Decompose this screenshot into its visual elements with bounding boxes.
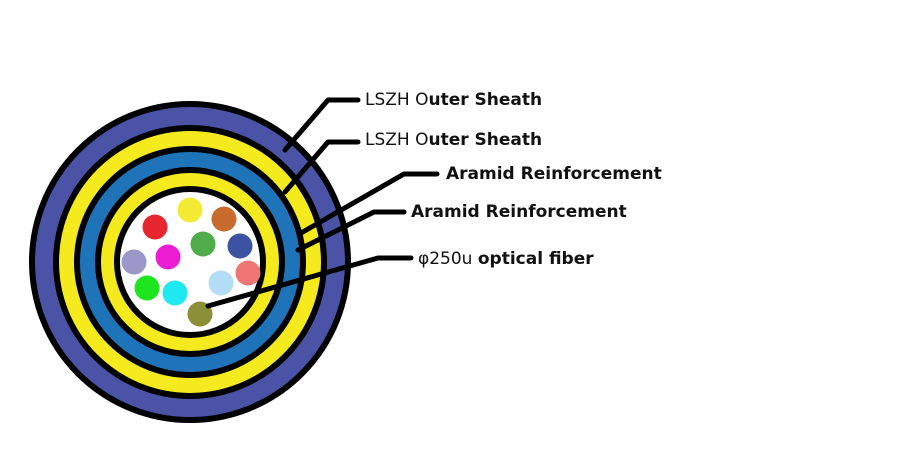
label-aramid-1-bold: Aramid Reinforcement <box>446 164 662 184</box>
label-outer-sheath-2-bold: uter Sheath <box>428 130 542 150</box>
fiber <box>162 280 188 306</box>
label-outer-sheath-bold: uter Sheath <box>428 90 542 110</box>
label-optical-fiber: φ250u optical fiber <box>418 249 594 269</box>
fiber <box>227 233 253 259</box>
label-outer-sheath-2-prefix: LSZH O <box>365 130 428 150</box>
fibers <box>121 197 261 327</box>
labels: LSZH Outer Sheath LSZH Outer Sheath Aram… <box>365 90 662 269</box>
leader-line-outer-sheath <box>282 97 361 153</box>
label-optical-fiber-bold: optical fiber <box>478 249 594 269</box>
label-outer-sheath-prefix: LSZH O <box>365 90 428 110</box>
fiber <box>121 249 147 275</box>
fiber <box>142 214 168 240</box>
cable-layers <box>29 101 351 423</box>
fiber <box>211 206 237 232</box>
fiber <box>155 244 181 270</box>
leader-lines <box>205 97 440 309</box>
fiber <box>235 260 261 286</box>
fiber <box>208 270 234 296</box>
label-outer-sheath: LSZH Outer Sheath <box>365 90 542 110</box>
leader-line-outer-sheath-2 <box>282 139 361 195</box>
label-aramid-2-bold: Aramid Reinforcement <box>411 202 627 222</box>
label-aramid-1: Aramid Reinforcement <box>446 164 662 184</box>
fiber <box>134 275 160 301</box>
label-aramid-2: Aramid Reinforcement <box>411 202 627 222</box>
leader-line-aramid-1 <box>298 171 440 236</box>
leader-line-optical-fiber <box>205 255 414 309</box>
fiber <box>190 231 216 257</box>
label-outer-sheath-2: LSZH Outer Sheath <box>365 130 542 150</box>
leader-line-aramid-2 <box>295 209 407 253</box>
label-optical-fiber-prefix: φ250u <box>418 249 478 269</box>
fiber <box>177 197 203 223</box>
